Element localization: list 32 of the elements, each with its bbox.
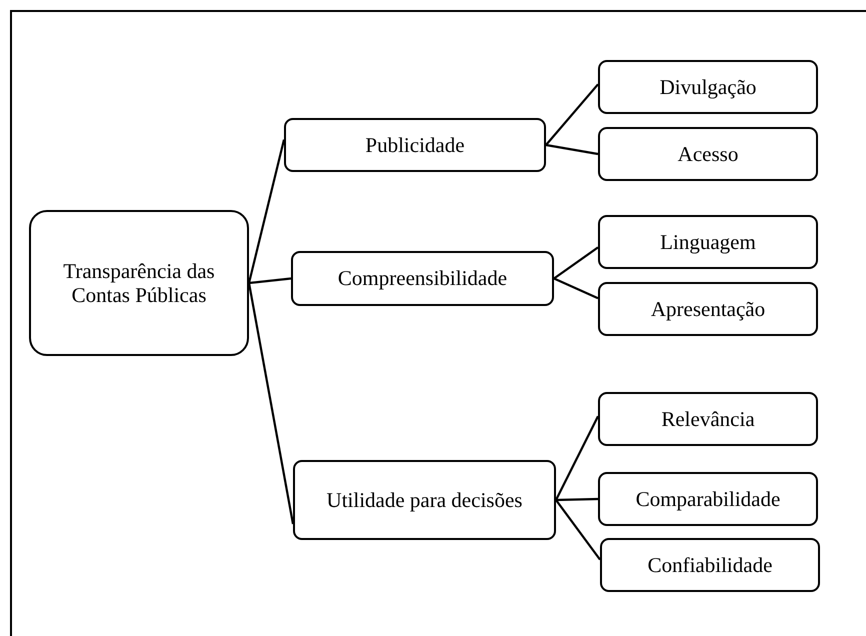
concept-box <box>284 118 546 172</box>
connector-line <box>545 84 599 146</box>
connector-line <box>248 139 286 284</box>
connector-line <box>546 144 598 156</box>
concept-box <box>600 538 820 592</box>
concept-box <box>598 127 818 181</box>
concept-box <box>293 460 556 540</box>
node-label: Confiabilidade <box>648 552 772 578</box>
node-label: Linguagem <box>660 230 756 254</box>
concept-box <box>598 282 818 336</box>
node-label: Transparência das Contas Públicas <box>62 258 216 308</box>
concept-box <box>598 392 818 446</box>
connector-line <box>556 498 598 502</box>
node-label: Relevância <box>661 406 755 432</box>
connector-line <box>248 277 292 284</box>
connector-line <box>553 246 599 280</box>
concept-box <box>598 472 818 526</box>
node-label: Publicidade <box>365 132 465 158</box>
connector-line <box>555 499 601 560</box>
node-label: Utilidade para decisões <box>326 488 522 512</box>
concept-box <box>598 215 818 269</box>
node-label: Divulgação <box>660 74 756 100</box>
node-label: Comparabilidade <box>636 486 780 512</box>
concept-box <box>29 210 249 356</box>
connector-line <box>554 278 598 300</box>
node-label: Acesso <box>678 142 738 166</box>
concept-box <box>598 60 818 114</box>
node-label: Compreensibilidade <box>338 266 508 291</box>
connector-line <box>248 282 294 524</box>
node-label: Apresentação <box>650 296 766 322</box>
concept-box <box>291 251 554 306</box>
connector-line <box>555 416 599 500</box>
